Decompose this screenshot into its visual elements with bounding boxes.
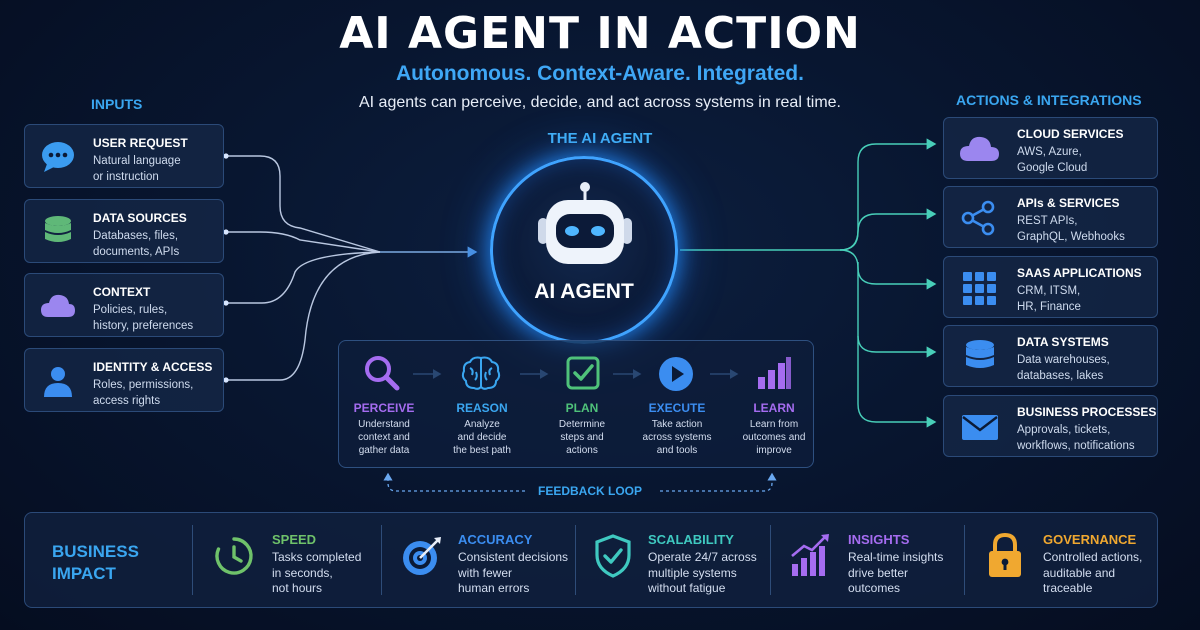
page-description: AI agents can perceive, decide, and act … xyxy=(358,94,841,111)
input-card-data-sources: DATA SOURCES Databases, files,documents,… xyxy=(24,199,224,263)
step-title-perceive: PERCEIVE xyxy=(353,401,415,415)
action-card-desc: REST APIs,GraphQL, Webhooks xyxy=(1017,215,1125,243)
input-card-desc: Policies, rules,history, preferences xyxy=(93,304,194,332)
bar-chart-icon xyxy=(758,357,791,389)
input-card-title: DATA SOURCES xyxy=(93,211,187,225)
checkbox-icon xyxy=(566,356,600,390)
action-card-title: SAAS APPLICATIONS xyxy=(1017,266,1142,280)
action-card-desc: Approvals, tickets,workflows, notificati… xyxy=(1017,424,1135,452)
brain-icon xyxy=(461,356,501,390)
action-card-cloud-services: CLOUD SERVICES AWS, Azure,Google Cloud xyxy=(943,117,1158,179)
step-title-plan: PLAN xyxy=(565,401,599,415)
input-card-desc: Roles, permissions,access rights xyxy=(93,379,194,407)
impact-title-insights: INSIGHTS xyxy=(848,532,910,547)
step-title-execute: EXECUTE xyxy=(648,401,706,415)
action-card-saas-applications: SAAS APPLICATIONS CRM, ITSM,HR, Finance xyxy=(943,256,1158,318)
business-impact-bar xyxy=(24,512,1158,608)
magnifier-icon xyxy=(365,356,400,391)
action-card-title: BUSINESS PROCESSES xyxy=(1017,405,1157,419)
cloud-icon xyxy=(960,136,999,161)
impact-title-scalability: SCALABILITY xyxy=(648,532,734,547)
process-box xyxy=(338,340,814,468)
action-card-desc: Data warehouses,databases, lakes xyxy=(1017,354,1110,382)
target-icon xyxy=(403,537,441,575)
inputs-heading: INPUTS xyxy=(91,96,143,112)
action-card-title: CLOUD SERVICES xyxy=(1017,127,1124,141)
agent-heading: THE AI AGENT xyxy=(547,130,653,147)
action-card-title: DATA SYSTEMS xyxy=(1017,335,1109,349)
input-card-desc: Databases, files,documents, APIs xyxy=(93,230,180,258)
clock-icon xyxy=(215,537,253,575)
impact-title-governance: GOVERNANCE xyxy=(1043,532,1137,547)
impact-divider xyxy=(381,525,382,595)
trend-chart-icon xyxy=(791,534,829,576)
robot-icon xyxy=(538,182,632,264)
input-card-title: USER REQUEST xyxy=(93,136,188,150)
action-card-title: APIs & SERVICES xyxy=(1017,196,1120,210)
play-icon xyxy=(659,357,693,391)
envelope-icon xyxy=(962,415,998,440)
actions-heading: ACTIONS & INTEGRATIONS xyxy=(956,92,1142,108)
feedback-loop-label: FEEDBACK LOOP xyxy=(537,484,642,498)
action-card-apis-services: APIs & SERVICES REST APIs,GraphQL, Webho… xyxy=(943,186,1158,248)
impact-title-accuracy: ACCURACY xyxy=(458,532,533,547)
input-card-title: IDENTITY & ACCESS xyxy=(93,360,213,374)
input-card-title: CONTEXT xyxy=(93,285,151,299)
impact-divider xyxy=(770,525,771,595)
action-card-desc: AWS, Azure,Google Cloud xyxy=(1017,146,1088,174)
grid-icon xyxy=(963,272,996,305)
input-card-identity-access: IDENTITY & ACCESS Roles, permissions,acc… xyxy=(24,348,224,412)
page-title: AI AGENT IN ACTION xyxy=(339,8,861,59)
chat-bubble-icon xyxy=(42,142,74,172)
page-subtitle: Autonomous. Context-Aware. Integrated. xyxy=(396,62,804,85)
input-card-context: CONTEXT Policies, rules,history, prefere… xyxy=(24,273,224,337)
action-card-data-systems: DATA SYSTEMS Data warehouses,databases, … xyxy=(943,325,1158,387)
action-card-business-processes: BUSINESS PROCESSES Approvals, tickets,wo… xyxy=(943,395,1158,457)
shield-check-icon xyxy=(595,534,631,578)
impact-title-speed: SPEED xyxy=(272,532,317,547)
lock-icon xyxy=(989,532,1021,577)
cloud-icon xyxy=(41,294,75,317)
impact-divider xyxy=(192,525,193,595)
action-card-desc: CRM, ITSM,HR, Finance xyxy=(1017,285,1081,313)
step-title-learn: LEARN xyxy=(753,401,795,415)
impact-divider xyxy=(575,525,576,595)
user-icon xyxy=(44,367,72,397)
agent-label: AI AGENT xyxy=(534,280,634,303)
database-icon xyxy=(45,216,71,242)
database-icon xyxy=(966,340,994,368)
share-nodes-icon xyxy=(961,200,995,236)
impact-divider xyxy=(964,525,965,595)
step-title-reason: REASON xyxy=(456,401,508,415)
